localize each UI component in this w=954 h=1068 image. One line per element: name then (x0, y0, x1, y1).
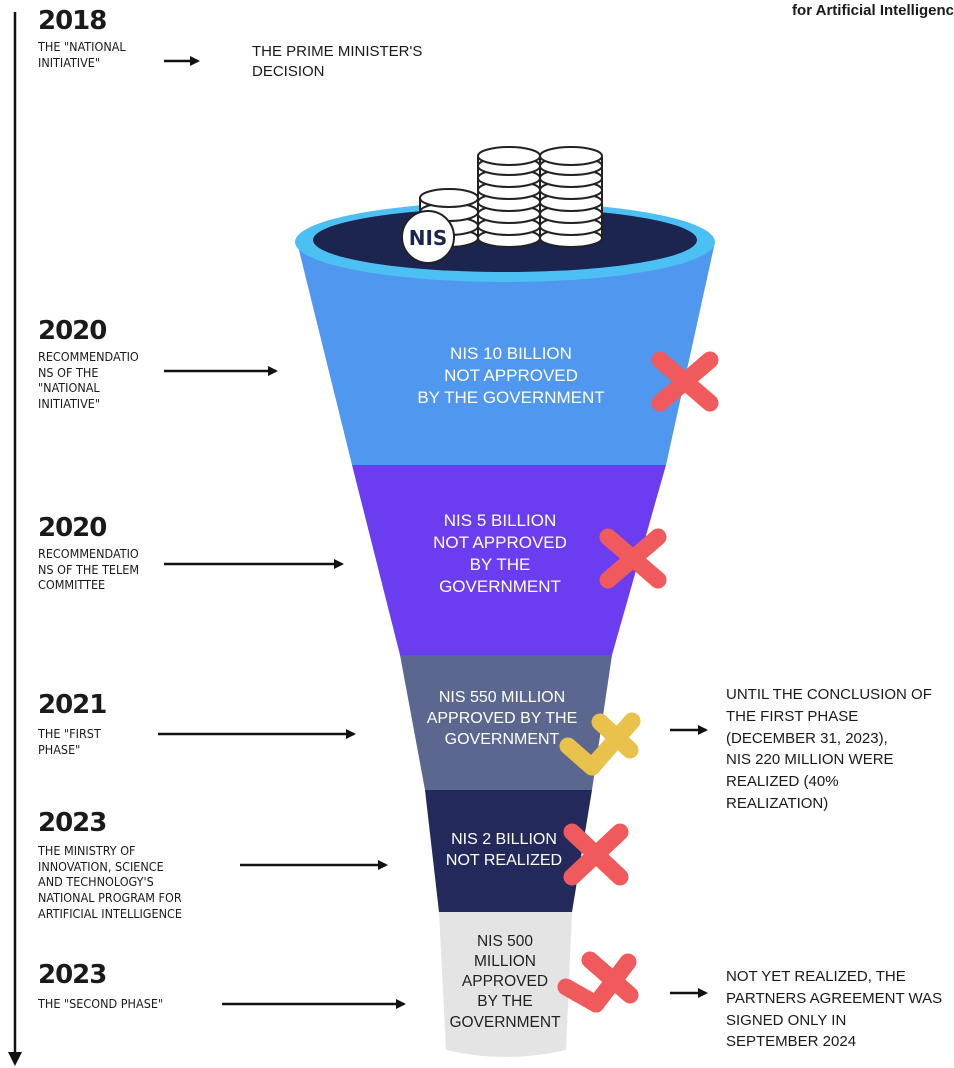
year-label: 2018 (38, 6, 107, 36)
funnel-label-1: NIS 10 BILLION NOT APPROVED BY THE GOVER… (417, 344, 605, 408)
note-second-phase: NOT YET REALIZED, THE PARTNERS AGREEMENT… (726, 968, 943, 1051)
timeline-arrow-head (8, 1052, 22, 1066)
timeline-entry-2020-telem: 2020 RECOMMENDATIO NS OF THE TELEM COMMI… (38, 515, 139, 593)
funnel-label-5: NIS 500 MILLION APPROVED BY THE GOVERNME… (449, 933, 561, 1031)
entry-desc: RECOMMENDATIO NS OF THE "NATIONAL INITIA… (38, 349, 139, 411)
funnel-segment-4 (425, 790, 592, 912)
cross-icon-2 (599, 528, 667, 589)
timeline-entry-2020-national: 2020 RECOMMENDATIO NS OF THE "NATIONAL I… (38, 318, 139, 412)
timeline-entry-2021: 2021 THE "FIRST PHASE" (38, 690, 107, 757)
funnel-segment-3 (400, 655, 612, 790)
check-icon-3 (559, 712, 641, 776)
timeline-entry-2018: 2018 THE "NATIONAL INITIATIVE" (38, 8, 126, 70)
entry-desc: THE MINISTRY OF INNOVATION, SCIENCE AND … (38, 843, 182, 921)
entry-desc: THE "SECOND PHASE" (38, 996, 164, 1011)
entry-desc: THE "NATIONAL INITIATIVE" (38, 39, 126, 70)
year-label: 2023 (38, 808, 107, 838)
year-label: 2021 (38, 690, 107, 720)
funnel-label-4: NIS 2 BILLION NOT REALIZED (445, 831, 563, 869)
coin-stack-left (477, 146, 541, 248)
funnel-segment-5 (439, 912, 572, 1057)
prime-minister-decision: THE PRIME MINISTER'S DECISION (252, 43, 423, 80)
funnel-label-2: NIS 5 BILLION NOT APPROVED BY THE GOVERN… (433, 511, 567, 597)
entry-desc: RECOMMENDATIO NS OF THE TELEM COMMITTEE (38, 546, 140, 593)
cross-icon-1 (651, 351, 719, 412)
header-title: for Artificial Intelligenc (792, 2, 954, 19)
coin-stack-right (539, 146, 603, 248)
entry-desc: THE "FIRST PHASE" (38, 726, 101, 757)
cross-icon-5 (557, 951, 639, 1013)
funnel-segment-1 (297, 242, 715, 465)
timeline-entry-2023-second: 2023 THE "SECOND PHASE" (38, 962, 163, 1012)
year-label: 2020 (38, 316, 107, 346)
nis-coin-icon (401, 210, 455, 264)
nis-coin-label: NIS (409, 226, 448, 250)
year-label: 2023 (38, 960, 107, 990)
funnel-segment-2 (352, 465, 666, 655)
funnel-label-3: NIS 550 MILLION APPROVED BY THE GOVERNME… (426, 689, 578, 748)
year-label: 2020 (38, 513, 107, 543)
cross-icon-4 (563, 823, 629, 886)
timeline-entry-2023-ministry: 2023 THE MINISTRY OF INNOVATION, SCIENCE… (38, 810, 182, 921)
note-first-phase: UNTIL THE CONCLUSION OF THE FIRST PHASE … (726, 686, 932, 812)
